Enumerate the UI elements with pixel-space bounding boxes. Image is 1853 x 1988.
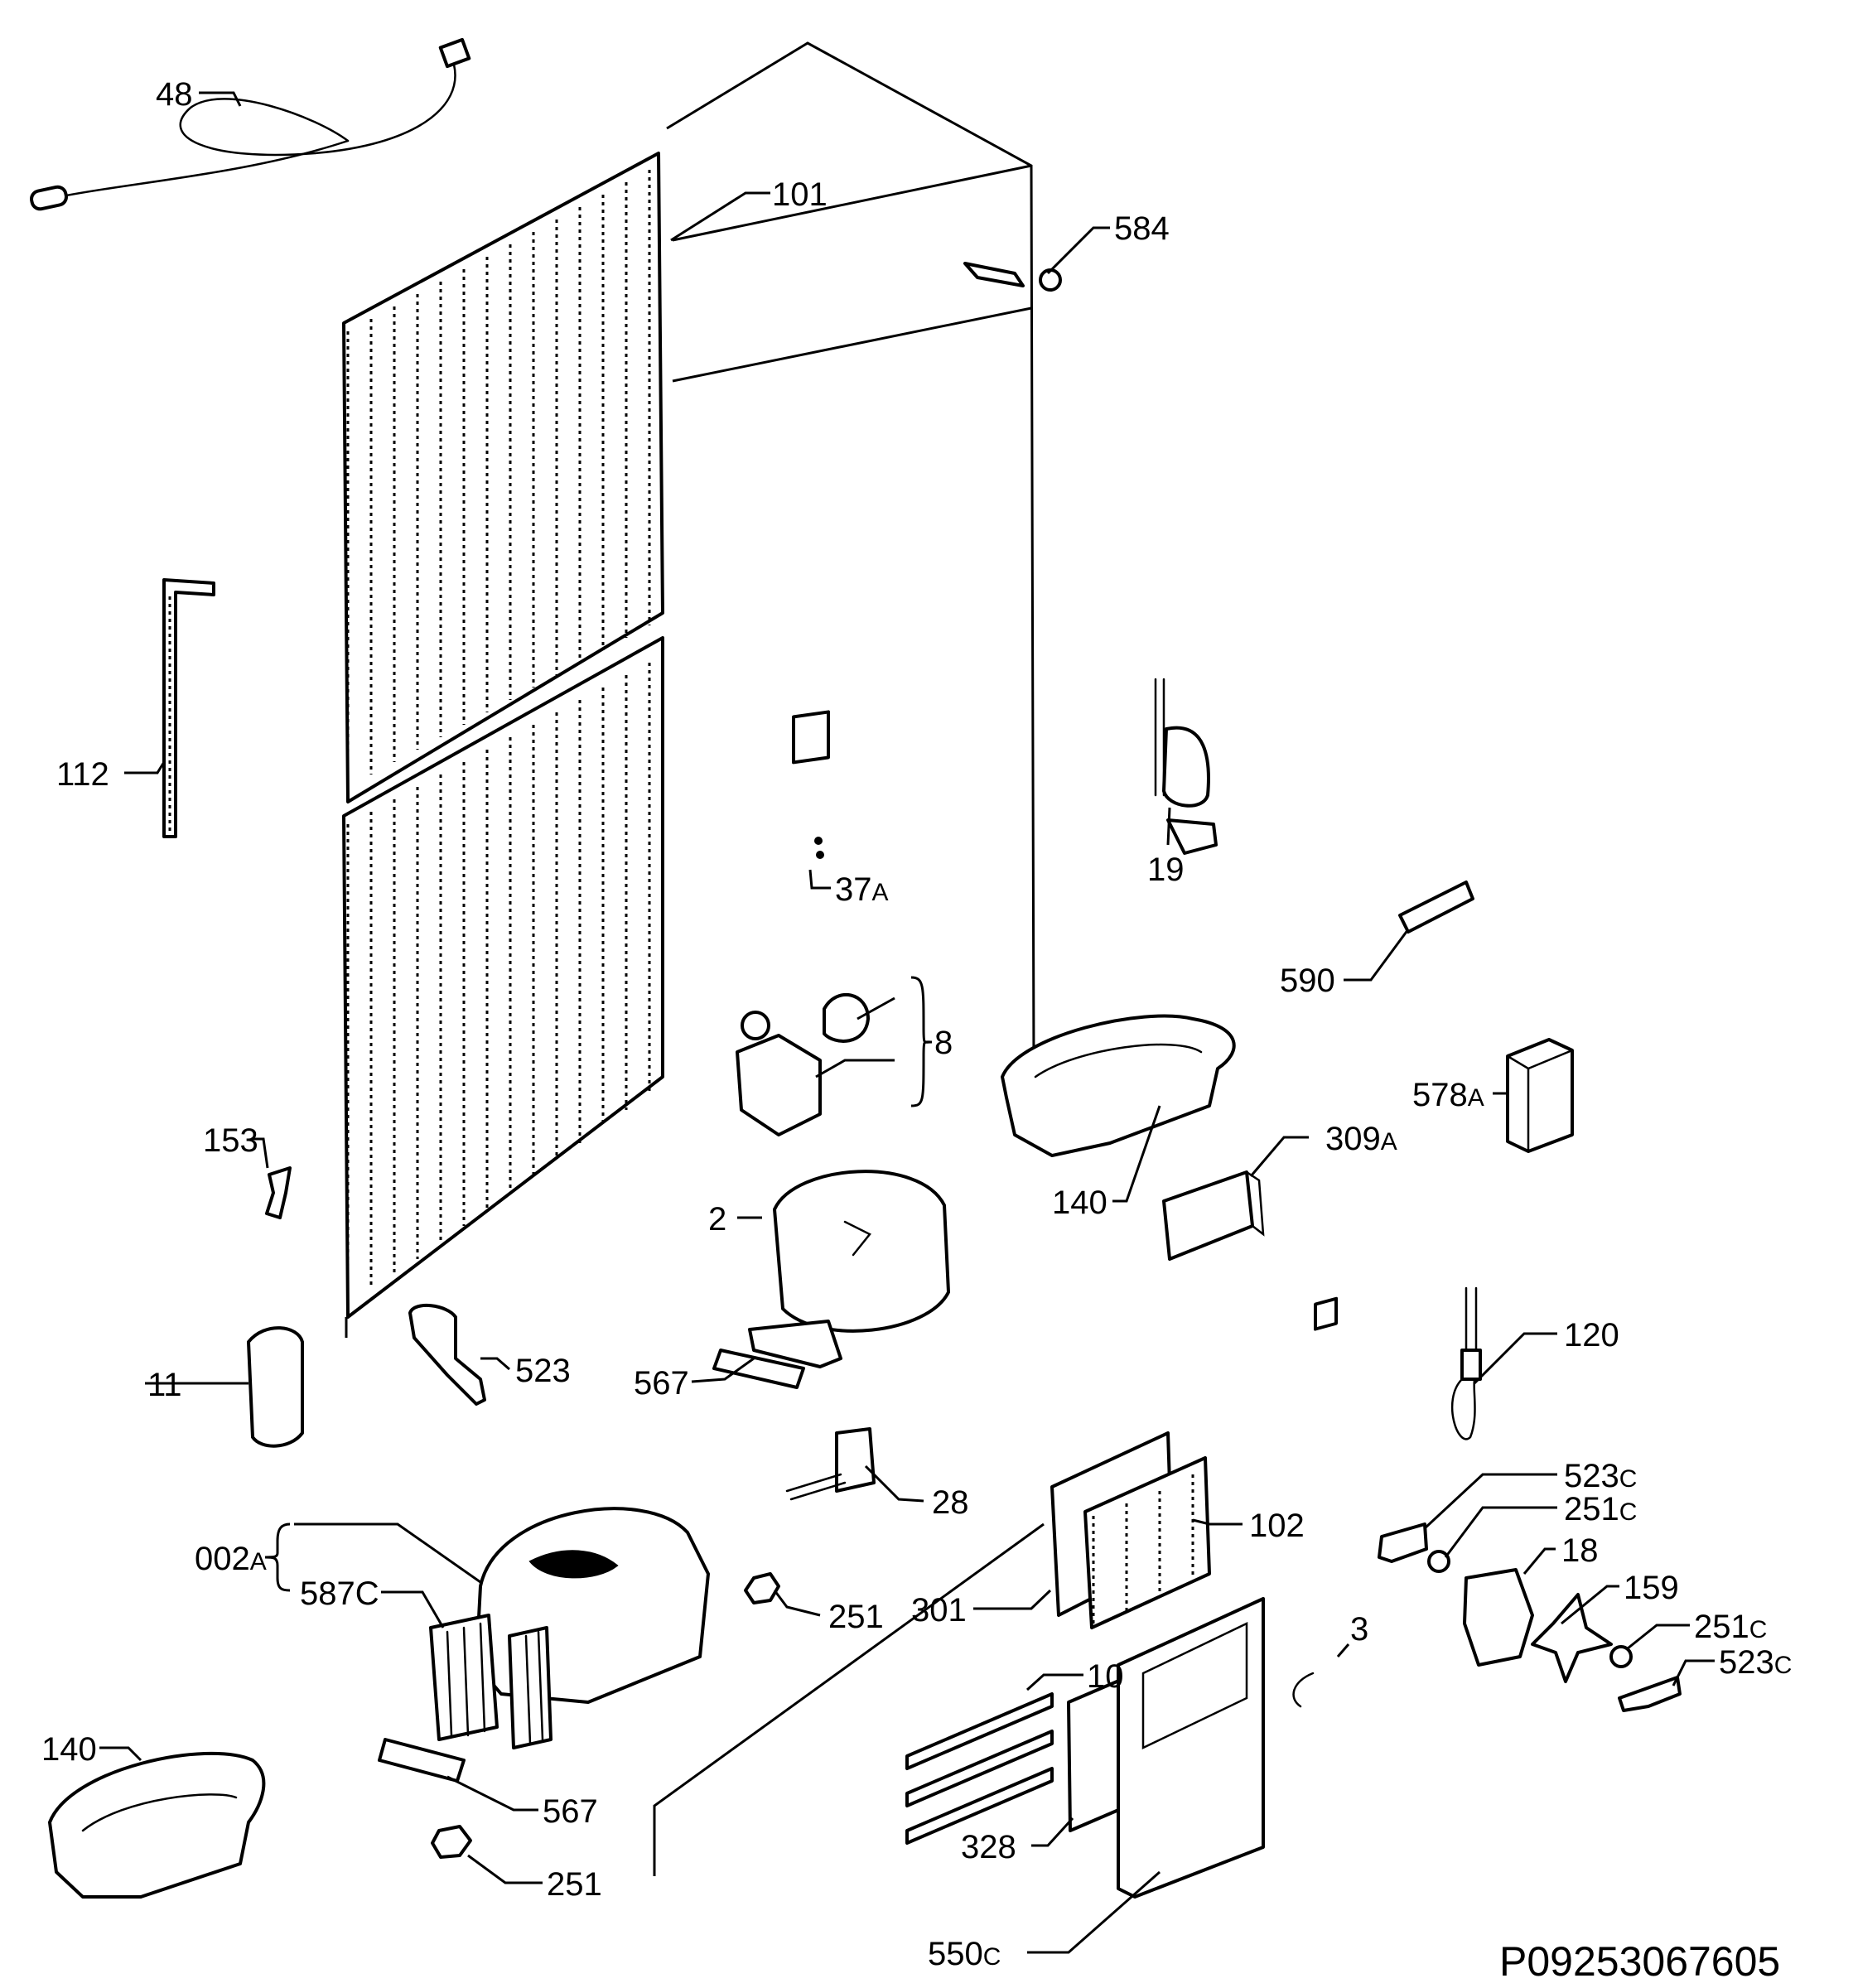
plate-567-bot-part <box>378 1738 466 1783</box>
part-11 <box>247 1326 304 1448</box>
heater-10-part <box>905 1692 1054 1845</box>
sensor-cable-part <box>30 37 471 211</box>
callout-labels: 48 101 584 112 37A 19 590 8 578A 153 309… <box>41 76 1792 1972</box>
callout-523: 523 <box>515 1353 571 1389</box>
callout-153: 153 <box>203 1122 258 1159</box>
callout-251c-top: 251C <box>1564 1491 1637 1527</box>
callout-120: 120 <box>1564 1317 1619 1353</box>
callout-101: 101 <box>772 176 828 213</box>
fan-motor-part <box>1463 1568 1534 1667</box>
part-28 <box>785 1427 876 1501</box>
callout-578a: 578A <box>1412 1077 1484 1113</box>
part-590 <box>1398 881 1474 934</box>
drip-tray-top-part <box>1001 1014 1236 1157</box>
callout-301: 301 <box>911 1592 967 1629</box>
callout-251-bot: 251 <box>547 1866 602 1903</box>
callout-140-bot: 140 <box>41 1731 97 1768</box>
leader-lines <box>99 91 1715 1954</box>
evaporator-part <box>1050 1431 1211 1629</box>
callout-11: 11 <box>147 1367 182 1403</box>
callout-002a: 002A <box>195 1541 267 1577</box>
nut-251c-bot-part <box>1609 1645 1633 1668</box>
callout-159: 159 <box>1624 1570 1679 1606</box>
callout-140-top: 140 <box>1052 1185 1107 1221</box>
cabinet-outline <box>653 41 1045 1876</box>
condenser-coil-part <box>342 152 664 1338</box>
callout-567-bot: 567 <box>543 1793 598 1830</box>
clip-523c-bot-part <box>1618 1676 1682 1712</box>
part-578a <box>1506 1038 1574 1153</box>
nut-251-bot-part <box>431 1825 472 1859</box>
callout-584: 584 <box>1114 210 1170 247</box>
clip-584-part <box>963 262 1062 292</box>
callout-523c-bot: 523C <box>1719 1644 1792 1681</box>
callout-523c-top: 523C <box>1564 1458 1637 1494</box>
callout-102: 102 <box>1249 1508 1305 1544</box>
callout-590: 590 <box>1280 963 1335 999</box>
callout-10: 10 <box>1087 1658 1124 1695</box>
drain-pipe-part <box>162 578 215 838</box>
part-3 <box>1292 1296 1338 1708</box>
callout-19: 19 <box>1147 852 1185 888</box>
callout-8: 8 <box>934 1025 953 1061</box>
callout-550c: 550C <box>928 1936 1001 1972</box>
callout-3: 3 <box>1350 1611 1368 1648</box>
callout-2: 2 <box>708 1201 726 1238</box>
part-120 <box>1450 1286 1482 1440</box>
drip-tray-bottom-part <box>48 1751 266 1899</box>
callout-587c: 587C <box>300 1575 379 1612</box>
callout-112: 112 <box>56 756 109 793</box>
compressor-small-part <box>748 1170 950 1368</box>
callout-28: 28 <box>932 1484 969 1521</box>
document-id: P09253067605 <box>1499 1938 1780 1985</box>
callout-18: 18 <box>1561 1532 1599 1569</box>
callout-567-top: 567 <box>634 1365 689 1402</box>
control-board-part <box>1162 1170 1265 1261</box>
callout-328: 328 <box>961 1829 1016 1865</box>
plate-567-top-part <box>712 1349 805 1389</box>
callout-309a: 309A <box>1325 1121 1397 1157</box>
callout-251c-bot: 251C <box>1694 1609 1767 1645</box>
relay-group-part <box>736 993 870 1136</box>
part-153 <box>265 1166 292 1219</box>
callout-251-mid: 251 <box>828 1599 884 1635</box>
cover-550c-part <box>1117 1597 1265 1899</box>
callout-48: 48 <box>156 76 193 113</box>
callout-37a: 37A <box>835 871 889 908</box>
nut-251-mid-part <box>744 1572 780 1604</box>
nut-251c-top-part <box>1427 1550 1450 1573</box>
clip-523c-top-part <box>1378 1522 1428 1563</box>
heatsink-587c-part <box>429 1614 553 1749</box>
fan-blade-part <box>1531 1593 1613 1683</box>
part-37a <box>792 710 830 859</box>
bracket-523-part <box>408 1303 486 1406</box>
heater-part <box>1154 678 1218 855</box>
